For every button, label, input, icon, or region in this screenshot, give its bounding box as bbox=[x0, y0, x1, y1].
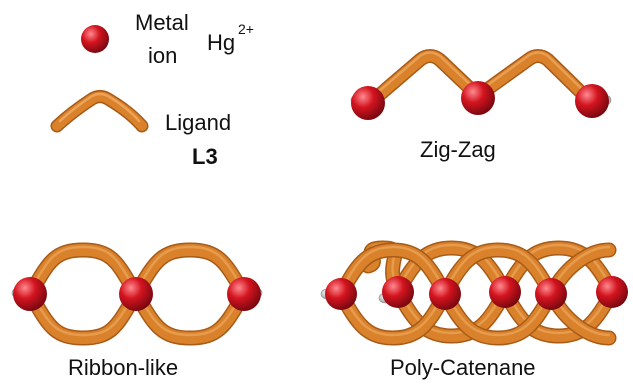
catenane-ligand-b-lower bbox=[497, 284, 620, 344]
catenane-metal-ion bbox=[325, 278, 357, 310]
zigzag-metal-ion bbox=[351, 86, 385, 120]
poly-catenane-label: Poly-Catenane bbox=[390, 355, 536, 380]
zigzag-label: Zig-Zag bbox=[420, 137, 496, 162]
catenane-ligand-a-upper bbox=[333, 242, 453, 302]
metal-charge: 2+ bbox=[238, 21, 254, 37]
ribbon-chain bbox=[11, 242, 263, 346]
ribbon-ligand-upper bbox=[22, 242, 144, 302]
catenane-metal-ion bbox=[429, 278, 461, 310]
catenane-ligand-b-upper bbox=[497, 240, 620, 300]
ligand-legend-rod bbox=[50, 90, 149, 133]
zigzag-metal-ion bbox=[575, 84, 609, 118]
ribbon-ligand-lower bbox=[22, 286, 144, 346]
ribbon-label: Ribbon-like bbox=[68, 355, 179, 380]
catenane-metal-ion bbox=[535, 278, 567, 310]
metal-ion-legend-sphere bbox=[81, 25, 109, 53]
ligand-name: L3 bbox=[192, 144, 218, 169]
zigzag-metal-ion bbox=[461, 81, 495, 115]
ribbon-metal-ion bbox=[119, 277, 153, 311]
poly-catenane-chain bbox=[320, 240, 628, 346]
metal-label-line2: ion bbox=[148, 43, 178, 68]
catenane-metal-ion bbox=[489, 276, 521, 308]
ribbon-metal-ion bbox=[13, 277, 47, 311]
metal-symbol: Hg bbox=[207, 30, 236, 55]
catenane-ligand-a-lower bbox=[437, 286, 559, 346]
ribbon-ligand-lower bbox=[128, 286, 252, 346]
catenane-ligand-b-lower bbox=[390, 284, 513, 344]
ribbon-metal-ion bbox=[227, 277, 261, 311]
catenane-metal-ion bbox=[382, 276, 414, 308]
metal-label-line1: Metal bbox=[135, 10, 189, 35]
catenane-ligand-b-upper bbox=[390, 240, 513, 300]
ribbon-ligand-upper bbox=[128, 242, 252, 302]
catenane-ligand-a-lower bbox=[333, 286, 453, 346]
catenane-ligand-a-upper bbox=[437, 242, 559, 302]
ligand-label: Ligand bbox=[165, 110, 232, 135]
catenane-metal-ion bbox=[596, 276, 628, 308]
zigzag-chain bbox=[350, 49, 612, 120]
